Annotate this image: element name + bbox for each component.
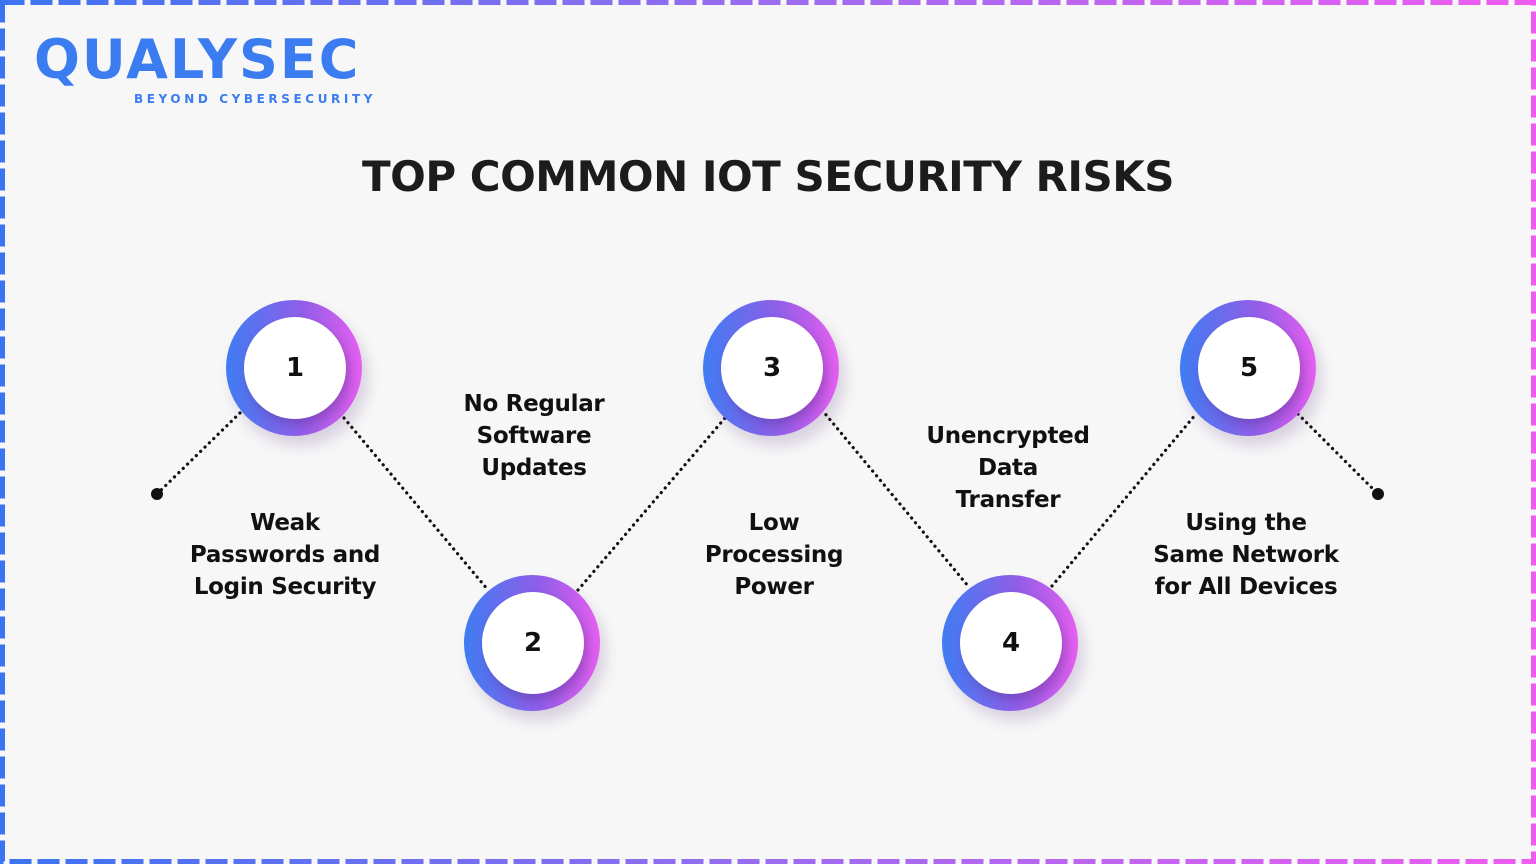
logo-wordmark: QUALYSEC	[34, 28, 361, 91]
risk-number-5: 5	[1198, 317, 1300, 419]
risk-node-2: 2	[464, 575, 600, 711]
page-title: TOP COMMON IOT SECURITY RISKS	[362, 152, 1175, 201]
risk-node-3: 3	[703, 300, 839, 436]
risk-node-1: 1	[226, 300, 362, 436]
risk-node-5: 5	[1180, 300, 1316, 436]
risk-label-5: Using the Same Network for All Devices	[1153, 510, 1339, 600]
risk-label-2: No Regular Software Updates	[463, 391, 605, 481]
logo-tagline: BEYOND CYBERSECURITY	[134, 92, 377, 106]
risk-number-2: 2	[482, 592, 584, 694]
endpoint-dot-left	[151, 488, 163, 500]
risk-label-3: Low Processing Power	[704, 510, 844, 600]
endpoint-dot-right	[1372, 488, 1384, 500]
risk-label-4: Unencrypted Data Transfer	[926, 423, 1090, 513]
risk-node-4: 4	[942, 575, 1078, 711]
risk-number-3: 3	[721, 317, 823, 419]
risk-number-4: 4	[960, 592, 1062, 694]
qualysec-logo: QUALYSEC BEYOND CYBERSECURITY	[34, 28, 404, 108]
risk-label-1: Weak Passwords and Login Security	[189, 510, 381, 600]
risk-number-1: 1	[244, 317, 346, 419]
